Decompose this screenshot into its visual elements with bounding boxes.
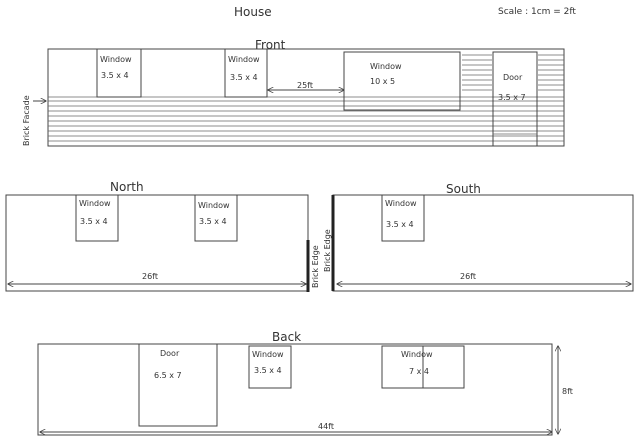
front-door: [492, 51, 538, 147]
front-window-3-label: Window: [370, 62, 402, 71]
south-edge-label: Brick Edge: [323, 229, 332, 272]
north-window-2: [194, 194, 238, 242]
front-window-2: [224, 48, 268, 98]
south-window-1: [381, 194, 425, 242]
south-wall-outline: [332, 194, 634, 292]
front-elevation: Front: [22, 38, 565, 147]
back-title: Back: [272, 330, 301, 344]
back-wall-outline: [37, 343, 553, 436]
north-window-2-size: 3.5 x 4: [199, 217, 227, 226]
north-window-1-size: 3.5 x 4: [80, 217, 108, 226]
facade-label: Brick Facade: [22, 95, 31, 146]
back-window-1: [248, 345, 292, 389]
back-door-label: Door: [160, 349, 180, 358]
front-window-2-label: Window: [228, 55, 260, 64]
south-elevation: South Brick Edge Window 3.5 x 4 26ft: [323, 182, 634, 292]
front-window-1: [96, 48, 142, 98]
front-window-3-size: 10 x 5: [370, 77, 395, 86]
back-window-1-label: Window: [252, 350, 284, 359]
south-dimension-label: 26ft: [460, 272, 476, 281]
front-brick-courses: [48, 96, 564, 142]
north-window-1: [75, 194, 119, 242]
north-title: North: [110, 180, 144, 194]
front-dimension-label: 25ft: [297, 81, 313, 90]
south-window-1-label: Window: [385, 199, 417, 208]
front-siding: [462, 54, 564, 91]
front-window-2-size: 3.5 x 4: [230, 73, 258, 82]
back-door-size: 6.5 x 7: [154, 371, 182, 380]
north-edge-label: Brick Edge: [311, 245, 320, 288]
back-door: [138, 343, 218, 427]
back-height-label: 8ft: [562, 387, 573, 396]
front-wall-outline: [47, 48, 565, 147]
scale-note: Scale : 1cm = 2ft: [498, 7, 576, 17]
front-door-label: Door: [503, 73, 523, 82]
front-door-size: 3.5 x 7: [498, 93, 526, 102]
south-window-1-size: 3.5 x 4: [386, 220, 414, 229]
north-window-2-label: Window: [198, 201, 230, 210]
front-window-1-size: 3.5 x 4: [101, 71, 129, 80]
back-window-1-size: 3.5 x 4: [254, 366, 282, 375]
south-title: South: [446, 182, 481, 196]
back-window-2-label: Window: [401, 350, 433, 359]
north-dimension-label: 26ft: [142, 272, 158, 281]
back-window-2-size: 7 x 4: [409, 367, 429, 376]
front-window-1-label: Window: [100, 55, 132, 64]
front-title: Front: [255, 38, 286, 52]
north-window-1-label: Window: [79, 199, 111, 208]
back-elevation: Back Door 6.5 x 7 Window 3.5 x 4 Window …: [37, 330, 573, 436]
front-window-3: [343, 51, 461, 111]
north-elevation: North Window 3.5 x 4 Window 3.5 x 4 26ft…: [5, 180, 320, 292]
back-width-label: 44ft: [318, 422, 334, 431]
sheet-title: House: [234, 5, 272, 19]
